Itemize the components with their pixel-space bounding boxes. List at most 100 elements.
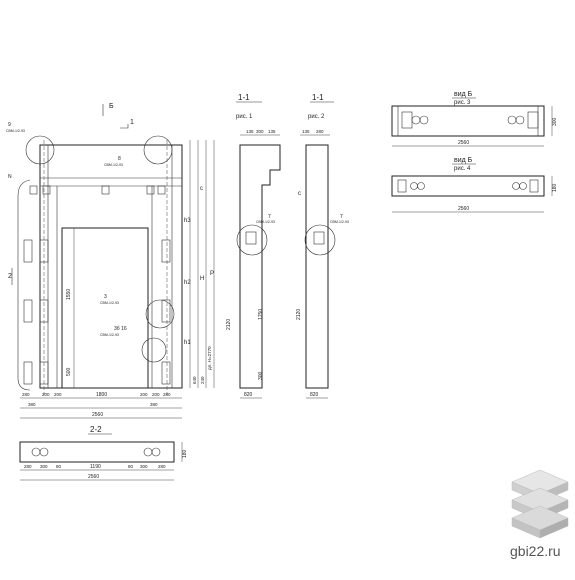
label-16: 3б 16 (114, 326, 127, 332)
embedded-parts-top (29, 185, 166, 195)
dim-200-d: 200 (152, 392, 160, 397)
dim-2770: дл. Н=2770 (207, 346, 212, 370)
h1-label: h1 (184, 340, 191, 346)
sec2-dim-280: 280 (316, 129, 324, 134)
detail-circle-sec2 (304, 224, 336, 256)
sec22-hole-3 (143, 447, 153, 457)
bracket-left (17, 179, 31, 391)
view-b2-plate-2 (529, 179, 539, 193)
view-b-dim-2560-2: 2560 (458, 206, 469, 212)
dim-200-a: 200 (42, 392, 50, 397)
section-fig2-profile (305, 144, 329, 389)
dim-240: 240 (200, 376, 205, 384)
arrow-b-label: Б (109, 103, 114, 110)
marker-n: N (8, 174, 12, 180)
sec2-dim-820: 820 (310, 392, 319, 398)
section-1-1-fig2-label: рис. 2 (308, 114, 325, 120)
dim-640: 640 (192, 376, 197, 384)
section-mark-1-label: 1 (130, 119, 134, 126)
detail-circle-mid-right (145, 299, 175, 329)
section-mark-1 (120, 124, 129, 129)
dim-380-right: 380 (150, 402, 158, 407)
sec-dim-135-a: 135 (246, 129, 254, 134)
sec22-hole-2 (39, 447, 49, 457)
sec1-label-7: 7 (268, 214, 271, 220)
marker-p: Р (210, 271, 214, 277)
view-b-hole-1 (411, 115, 421, 125)
sec22-dim-300-a: 300 (40, 464, 48, 469)
dim-2560-main: 2560 (92, 412, 103, 418)
section-1-1-fig2-title: 1-1 (312, 93, 324, 102)
sec22-dim-280-b: 280 (158, 464, 166, 469)
view-b-plate-2 (527, 111, 539, 129)
view-b-fig-2: рис. 4 (454, 166, 471, 172)
sec22-dim-280-a: 280 (24, 464, 32, 469)
sec22-dim-80-a: 80 (56, 464, 62, 469)
sec1-dim-1750: 1750 (258, 309, 264, 320)
view-b2-dim-180: 180 (552, 183, 558, 192)
view-b-outline-2 (391, 175, 545, 197)
section-1-1-fig: рис. 1 (236, 114, 253, 120)
view-b2-hole-1 (410, 182, 418, 190)
dim-280-a: 280 (22, 392, 30, 397)
sec-dim-135-b: 135 (268, 129, 276, 134)
label-16-sub: СВМ-1/2-93 (100, 333, 119, 337)
frame-outline (39, 144, 183, 389)
embedded-plate-sec1 (245, 231, 257, 245)
label-9-sub: СВМ-1/2-93 (6, 129, 25, 133)
sec2-label-7-sub: СВМ-1/2-93 (330, 220, 349, 224)
sec22-dim-1190: 1190 (90, 464, 101, 470)
section-2-2: 2-2 180 280 300 80 1190 80 300 280 2560 (19, 425, 188, 481)
dim-280-b: 280 (163, 392, 171, 397)
section-2-2-outline (19, 441, 175, 463)
view-b-plate-1 (401, 111, 413, 129)
embedded-plates-left (23, 239, 49, 385)
detail-circle-sec1 (236, 224, 268, 256)
sec2-c-label: c (298, 191, 301, 197)
view-b2-hole-2 (417, 182, 425, 190)
view-b-title-1: вид Б (454, 91, 473, 98)
dim-1550: 1550 (66, 289, 72, 300)
label-3-sub: СВМ-1/2-93 (100, 301, 119, 305)
view-b2-hole-4 (519, 182, 527, 190)
door-opening (61, 227, 149, 389)
view-b2-plate-1 (397, 179, 407, 193)
dim-1800: 1800 (96, 392, 107, 398)
section-1-1-fig2: 1-1 рис. 2 135 280 c 7 СВМ-1/2-93 2120 8… (296, 93, 349, 399)
view-b-hole-3 (507, 115, 517, 125)
sec1-label-7-sub: СВМ-1/2-93 (256, 220, 275, 224)
sec2-dim-135: 135 (302, 129, 310, 134)
view-b-fig4: вид Б рис. 4 180 2560 (391, 157, 558, 213)
sec22-dim-80-b: 80 (128, 464, 134, 469)
section-mark-2-label: 2 (8, 273, 12, 280)
dim-200-c: 200 (140, 392, 148, 397)
view-b-hole-4 (515, 115, 525, 125)
sec22-dim-300-b: 300 (140, 464, 148, 469)
view-b-fig-1: рис. 3 (454, 100, 471, 106)
view-b-fig3: вид Б рис. 3 300 2560 (391, 91, 558, 147)
dim-500: 500 (66, 367, 72, 376)
sec22-hole-1 (31, 447, 41, 457)
sec2-dim-2120: 2120 (296, 309, 302, 320)
label-8-sub: СВМ-1/2-93 (104, 163, 123, 167)
view-b2-hole-3 (512, 182, 520, 190)
sec-dim-300: 300 (256, 129, 264, 134)
sec22-dim-2560: 2560 (88, 474, 99, 480)
sec22-dim-180: 180 (182, 449, 188, 458)
sec1-dim-300: 300 (258, 371, 264, 380)
view-b-title-2: вид Б (454, 157, 473, 164)
detail-circle-top-left (25, 135, 55, 165)
c-label: c (200, 186, 203, 192)
section-1-1-title: 1-1 (238, 93, 250, 102)
dim-2120: 2120 (226, 319, 232, 330)
section-2-2-title: 2-2 (90, 425, 102, 434)
stacked-slabs-icon (511, 469, 569, 539)
main-elevation: Б 1 2 9 СВМ-1/2-93 8 СВМ-1/2-93 N 3 СВМ-… (6, 103, 232, 419)
embedded-plate-sec2 (313, 231, 325, 245)
sec22-hole-4 (151, 447, 161, 457)
label-3: 3 (104, 294, 107, 300)
dim-200-b: 200 (54, 392, 62, 397)
h2-label: h2 (184, 280, 191, 286)
